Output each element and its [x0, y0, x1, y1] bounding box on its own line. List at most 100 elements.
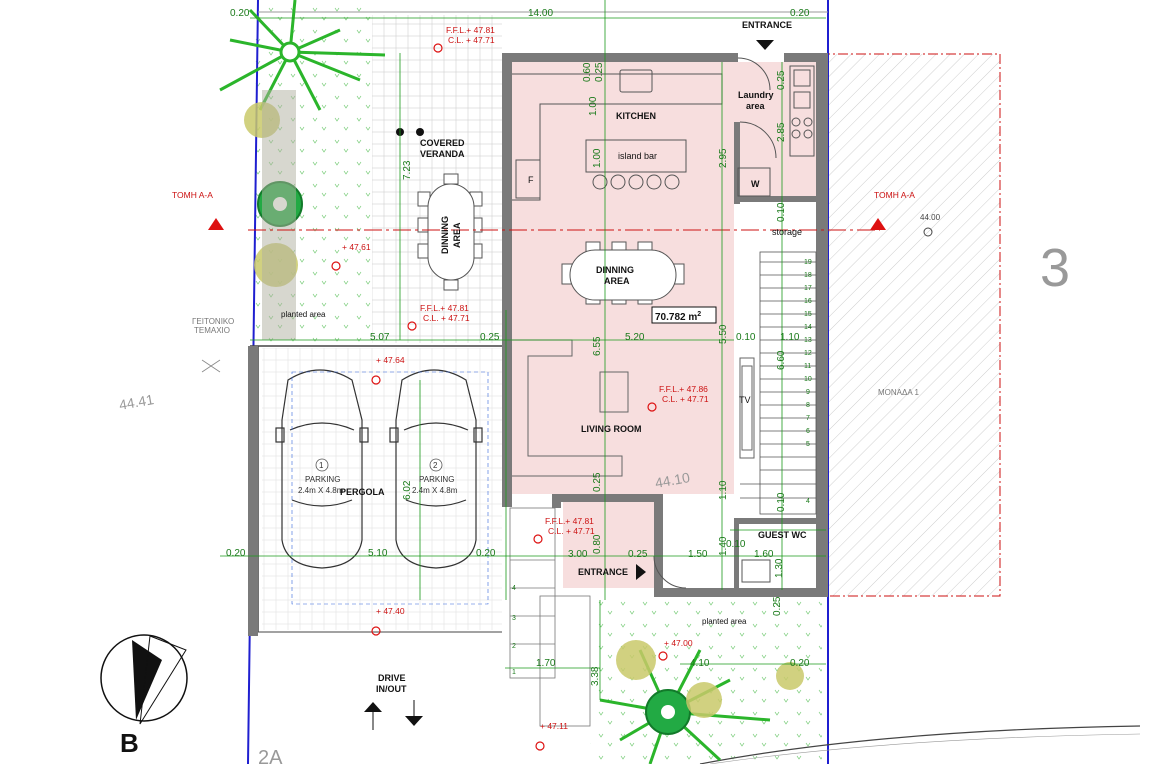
- drive-label-2: IN/OUT: [376, 684, 407, 694]
- stair-step: 19: [804, 259, 812, 266]
- section-mark-right: ΤΟΜΗ Α-Α: [874, 190, 915, 200]
- ext-stair-step: 4: [512, 585, 516, 592]
- dim-park-020-left: 0.20: [226, 548, 246, 559]
- dim-entr-025: 0.25: [628, 549, 648, 560]
- unit-number: 3: [1040, 238, 1070, 298]
- storage-label: storage: [772, 227, 802, 237]
- dim-drive-170: 1.70: [536, 658, 556, 669]
- parking-1-label: PARKING: [305, 475, 340, 484]
- laundry-label-1: Laundry: [738, 90, 774, 100]
- parking-1-num: 1: [319, 461, 324, 470]
- external-stair: [509, 507, 591, 727]
- level-garden: + 47.61: [342, 242, 371, 252]
- dim-kitchen-295: 2.95: [718, 148, 729, 168]
- dim-entr-080: 0.80: [592, 534, 603, 554]
- north-arrow: [100, 634, 188, 725]
- stair-step: 13: [804, 337, 812, 344]
- veranda-dining-label-1: DINNING: [440, 216, 450, 254]
- level-ffl-veranda-top: F.F.L.+ 47.81: [446, 25, 495, 35]
- drive-label-1: DRIVE: [378, 673, 406, 683]
- dim-living-520: 5.20: [625, 332, 645, 343]
- drive-arrow-up: [364, 702, 382, 712]
- dim-stair-110: 1.10: [780, 332, 800, 343]
- dim-entr-300: 3.00: [568, 549, 588, 560]
- laundry-label-2: area: [746, 101, 766, 111]
- level-labels: F.F.L.+ 47.81 C.L. + 47.71 F.F.L.+ 47.81…: [118, 25, 941, 731]
- parking-2-num: 2: [433, 461, 438, 470]
- dim-garden-410: 4.10: [690, 658, 710, 669]
- living-label: LIVING ROOM: [581, 424, 642, 434]
- pergola-label: PERGOLA: [340, 487, 385, 497]
- dim-laundry-285: 2.85: [776, 122, 787, 142]
- dim-park-602: 6.02: [402, 480, 413, 500]
- dim-top-right: 0.20: [790, 8, 810, 19]
- fridge-label: F: [528, 175, 534, 185]
- section-marker-left: [208, 218, 224, 230]
- area-value: 70.782 m2: [655, 311, 701, 323]
- level-parking-bottom: + 47.40: [376, 606, 405, 616]
- tv-label: TV: [739, 395, 751, 405]
- section-mark-left: ΤΟΜΗ Α-Α: [172, 190, 213, 200]
- level-ffl-veranda-bottom: F.F.L.+ 47.81: [420, 303, 469, 313]
- car-2: [389, 369, 483, 569]
- ext-stair-step: 2: [512, 643, 516, 650]
- unit-label: ΜΟΝΑΔΑ 1: [878, 388, 919, 397]
- kitchen-label: KITCHEN: [616, 111, 656, 121]
- level-drive: + 47.11: [540, 721, 568, 731]
- level-right: 44.00: [920, 213, 941, 222]
- car-1: [275, 369, 369, 569]
- stair-step: 17: [804, 285, 812, 292]
- level-planted: + 47.00: [664, 638, 693, 648]
- level-cl-veranda-bottom: C.L. + 47.71: [423, 313, 470, 323]
- dining-table-veranda: [417, 173, 483, 291]
- north-letter: B: [120, 728, 139, 758]
- entrance-bottom-label: ENTRANCE: [578, 567, 628, 577]
- palm-tree-top: [219, 0, 386, 111]
- veranda-label-2: VERANDA: [420, 149, 465, 159]
- dim-veranda-507: 5.07: [370, 332, 390, 343]
- contour-left: 44.41: [118, 391, 155, 413]
- stair-step: 4: [806, 498, 810, 505]
- dim-veranda-723: 7.23: [402, 160, 413, 180]
- internal-stair: [740, 251, 817, 515]
- dim-top-width: 14.00: [528, 8, 553, 19]
- stair-step: 8: [806, 402, 810, 409]
- dim-wall-025: 0.25: [480, 332, 500, 343]
- dining-table-inside: [561, 241, 685, 305]
- level-ffl-living: F.F.L.+ 47.86: [659, 384, 708, 394]
- neighbour-label-1: ΓΕΙΤΟΝΙΚΟ: [192, 317, 234, 326]
- dim-island-100: 1.00: [592, 148, 603, 168]
- stair-step: 15: [804, 311, 812, 318]
- dim-living-550: 5.50: [718, 324, 729, 344]
- kitchen-counters: [512, 69, 723, 201]
- stair-step: 5: [806, 441, 810, 448]
- parking-paving: [262, 348, 502, 630]
- dim-wc-010-a: 0.10: [776, 492, 787, 512]
- contour-mid: 44.10: [654, 469, 691, 491]
- dim-entr-150: 1.50: [688, 549, 708, 560]
- dim-drive-338: 3.38: [590, 666, 601, 686]
- level-cl-living: C.L. + 47.71: [662, 394, 709, 404]
- dim-kitchen-060: 0.60: [582, 62, 593, 82]
- island-label: island bar: [618, 151, 657, 161]
- dim-garden-020: 0.20: [790, 658, 810, 669]
- living-furniture: [512, 339, 755, 477]
- level-ffl-entrance: F.F.L.+ 47.81: [545, 516, 594, 526]
- entrance-arrow-bottom: [636, 564, 646, 580]
- veranda-dining-label-2: AREA: [452, 222, 462, 248]
- ext-stair-step: 1: [512, 669, 516, 676]
- veranda-label-1: COVERED: [420, 138, 465, 148]
- planted-bottom-label: planted area: [702, 617, 747, 626]
- level-cl-entrance: C.L. + 47.71: [548, 526, 595, 536]
- dimension-labels: 0.20 14.00 0.20 0.60 0.25 1.00 1.00 0.25…: [226, 8, 810, 686]
- dim-storage-010: 0.10: [776, 202, 787, 222]
- dim-top-left: 0.20: [230, 8, 250, 19]
- stair-step-numbers: 19 18 17 16 15 14 13 12 11 10 9 8 7 6 5 …: [512, 259, 812, 676]
- parking-1-size: 2.4m X 4.8m: [298, 486, 344, 495]
- stair-step: 10: [804, 376, 812, 383]
- area-box: [651, 306, 717, 324]
- parking-2-label: PARKING: [419, 475, 454, 484]
- dining-label-2: AREA: [604, 276, 630, 286]
- walls: [248, 53, 828, 636]
